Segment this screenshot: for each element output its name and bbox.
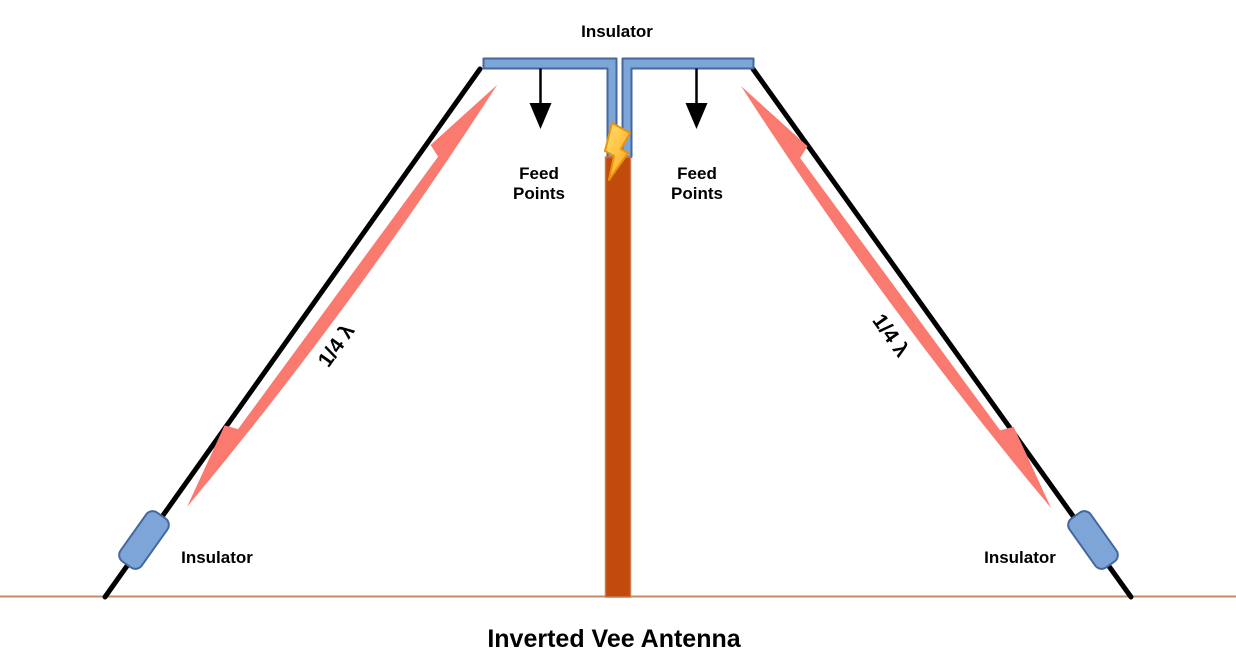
wire-insulator-left [118, 510, 170, 570]
feed-point-arrow-right-head [685, 103, 708, 129]
wire-insulator-right [1067, 510, 1119, 570]
feed-points-right-line1: Feed [677, 164, 717, 183]
insulator-label-right: Insulator [984, 548, 1056, 567]
feed-points-label-left: Feed Points [513, 164, 565, 204]
top-insulator-label: Insulator [581, 22, 653, 41]
lightning-bolt-icon [604, 122, 631, 181]
feed-point-arrow-left-head [529, 103, 552, 129]
diagram-title: Inverted Vee Antenna [487, 625, 741, 653]
feed-points-right-line2: Points [671, 184, 723, 203]
mast [604, 156, 632, 598]
antenna-wire-left [102, 66, 483, 600]
antenna-wire-right [750, 66, 1134, 600]
insulator-label-left: Insulator [181, 548, 253, 567]
top-insulator-bar-left [482, 57, 618, 158]
top-insulator-bar-right [621, 57, 755, 158]
feed-points-left-line2: Points [513, 184, 565, 203]
feed-points-label-right: Feed Points [671, 164, 723, 204]
quarter-wave-arrow-left [187, 84, 498, 507]
feed-point-arrow-right [685, 68, 708, 129]
feed-points-left-line1: Feed [519, 164, 559, 183]
quarter-wave-arrow-right [741, 86, 1052, 509]
feed-point-arrow-left [529, 68, 552, 129]
